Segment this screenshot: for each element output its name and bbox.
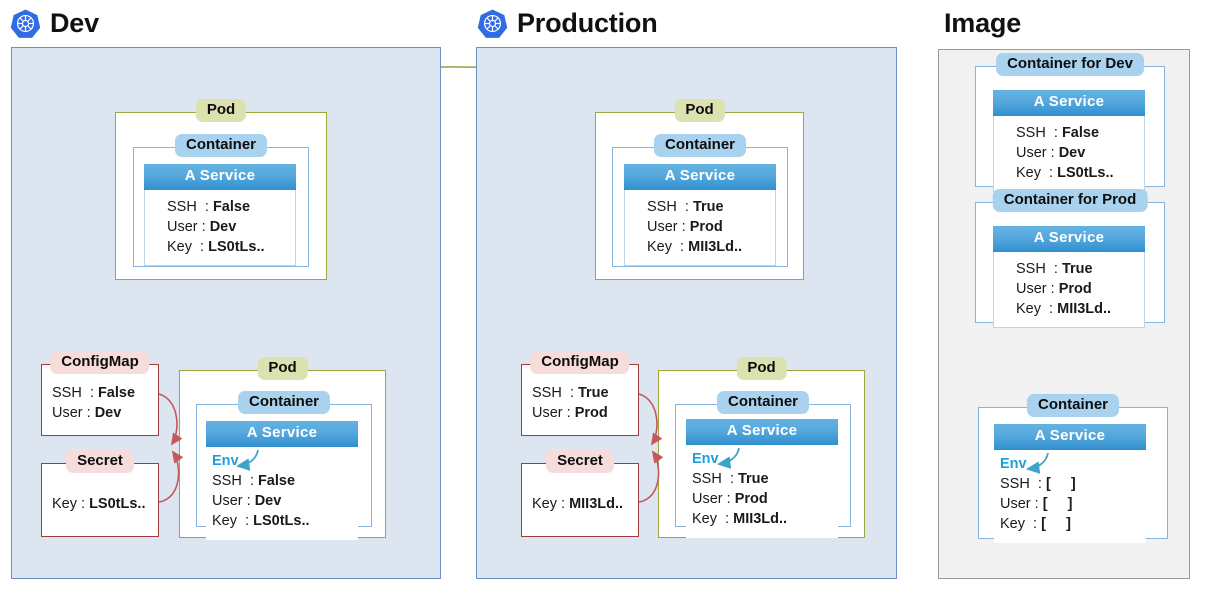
env-label: Env: [212, 452, 239, 469]
service-properties: SSH : False User : Dev Key : LS0tLs..: [993, 115, 1145, 193]
pod-label: Pod: [736, 357, 787, 380]
dev-panel-header: Dev: [10, 8, 99, 39]
kubernetes-logo-icon: [477, 9, 508, 38]
property-row: User : Dev: [167, 218, 237, 235]
production-panel-header: Production: [477, 8, 658, 39]
image-panel-title: Image: [944, 8, 1022, 38]
image-panel-header: Image: [944, 8, 1021, 39]
property-row: User : Prod: [647, 218, 723, 235]
property-row: SSH : True: [692, 470, 769, 487]
property-row: Key : LS0tLs..: [167, 239, 265, 256]
service-properties: Env SSH : True User : Prod Key : MII3Ld.…: [686, 444, 838, 538]
service-properties: SSH : False User : Dev Key : LS0tLs..: [144, 189, 296, 267]
dev-bottom-service-card[interactable]: A Service Env SSH : False User : Dev Key…: [206, 421, 358, 540]
service-title: A Service: [993, 90, 1145, 116]
property-row: Key : LS0tLs..: [1016, 165, 1114, 182]
service-title: A Service: [686, 419, 838, 445]
env-label: Env: [692, 450, 719, 467]
container-label: Container: [174, 134, 268, 157]
dev-top-service-card[interactable]: A Service SSH : False User : Dev Key : L…: [144, 164, 296, 267]
prod-configmap-properties: SSH : True User : Prod: [532, 383, 609, 424]
kubernetes-logo-icon: [10, 9, 41, 38]
service-title: A Service: [206, 421, 358, 447]
secret-label: Secret: [66, 450, 134, 473]
prod-configmap-box[interactable]: ConfigMap: [521, 351, 639, 436]
property-row: SSH : False: [212, 472, 296, 489]
secret-label: Secret: [546, 450, 614, 473]
service-title: A Service: [624, 164, 776, 190]
container-label: Container: [716, 391, 810, 414]
dev-secret-properties: Key : LS0tLs..: [52, 494, 145, 514]
property-row: SSH : True: [647, 198, 724, 215]
dev-panel-title: Dev: [50, 8, 99, 38]
service-properties: Env SSH : [ ] User : [ ] Key : [ ]: [994, 449, 1146, 543]
property-row: Key : MII3Ld..: [647, 239, 743, 256]
property-row: SSH : True: [1016, 260, 1093, 277]
property-row: User : Prod: [532, 405, 608, 422]
container-label: Container: [237, 391, 331, 414]
dev-secret-box[interactable]: Secret: [41, 450, 159, 537]
container-label: Container for Dev: [996, 53, 1144, 76]
property-row: SSH : [ ]: [1000, 475, 1076, 492]
container-label: Container for Prod: [992, 189, 1148, 212]
service-title: A Service: [993, 226, 1145, 252]
property-row: Key : LS0tLs..: [52, 496, 146, 512]
property-row: User : Dev: [1016, 144, 1086, 161]
image-prod-service-card[interactable]: A Service SSH : True User : Prod Key : M…: [993, 226, 1145, 329]
prod-secret-box[interactable]: Secret: [521, 450, 639, 537]
property-row: Key : [ ]: [1000, 516, 1071, 533]
prod-top-service-card[interactable]: A Service SSH : True User : Prod Key : M…: [624, 164, 776, 267]
property-row: User : Dev: [212, 493, 282, 510]
pod-label: Pod: [674, 99, 725, 122]
configmap-label: ConfigMap: [530, 351, 630, 374]
property-row: User : Prod: [1016, 280, 1092, 297]
property-row: Key : LS0tLs..: [212, 513, 310, 530]
configmap-label: ConfigMap: [50, 351, 150, 374]
env-label: Env: [1000, 455, 1027, 472]
dev-configmap-box[interactable]: ConfigMap: [41, 351, 159, 436]
property-row: SSH : False: [1016, 124, 1100, 141]
property-row: Key : MII3Ld..: [1016, 301, 1112, 318]
property-row: SSH : True: [532, 385, 609, 401]
production-panel-title: Production: [517, 8, 658, 38]
container-label: Container: [1026, 394, 1120, 417]
pod-label: Pod: [257, 357, 308, 380]
service-properties: SSH : True User : Prod Key : MII3Ld..: [993, 251, 1145, 329]
property-row: SSH : False: [52, 385, 136, 401]
property-row: Key : MII3Ld..: [692, 511, 788, 528]
property-row: Key : MII3Ld..: [532, 496, 624, 512]
dev-configmap-properties: SSH : False User : Dev: [52, 383, 135, 424]
property-row: User : [ ]: [1000, 496, 1073, 513]
container-label: Container: [653, 134, 747, 157]
image-dev-service-card[interactable]: A Service SSH : False User : Dev Key : L…: [993, 90, 1145, 193]
prod-secret-properties: Key : MII3Ld..: [532, 494, 623, 514]
secret-frame: [41, 463, 159, 537]
pod-label: Pod: [195, 99, 247, 122]
property-row: User : Dev: [52, 405, 122, 422]
property-row: User : Prod: [692, 491, 768, 508]
property-row: SSH : False: [167, 198, 251, 215]
service-title: A Service: [994, 424, 1146, 450]
service-properties: SSH : True User : Prod Key : MII3Ld..: [624, 189, 776, 267]
service-title: A Service: [144, 164, 296, 190]
configmap-frame: [41, 364, 159, 436]
service-properties: Env SSH : False User : Dev Key : LS0tLs.…: [206, 446, 358, 540]
image-generic-service-card[interactable]: A Service Env SSH : [ ] User : [ ] Key :…: [994, 424, 1146, 543]
prod-bottom-service-card[interactable]: A Service Env SSH : True User : Prod Key…: [686, 419, 838, 538]
